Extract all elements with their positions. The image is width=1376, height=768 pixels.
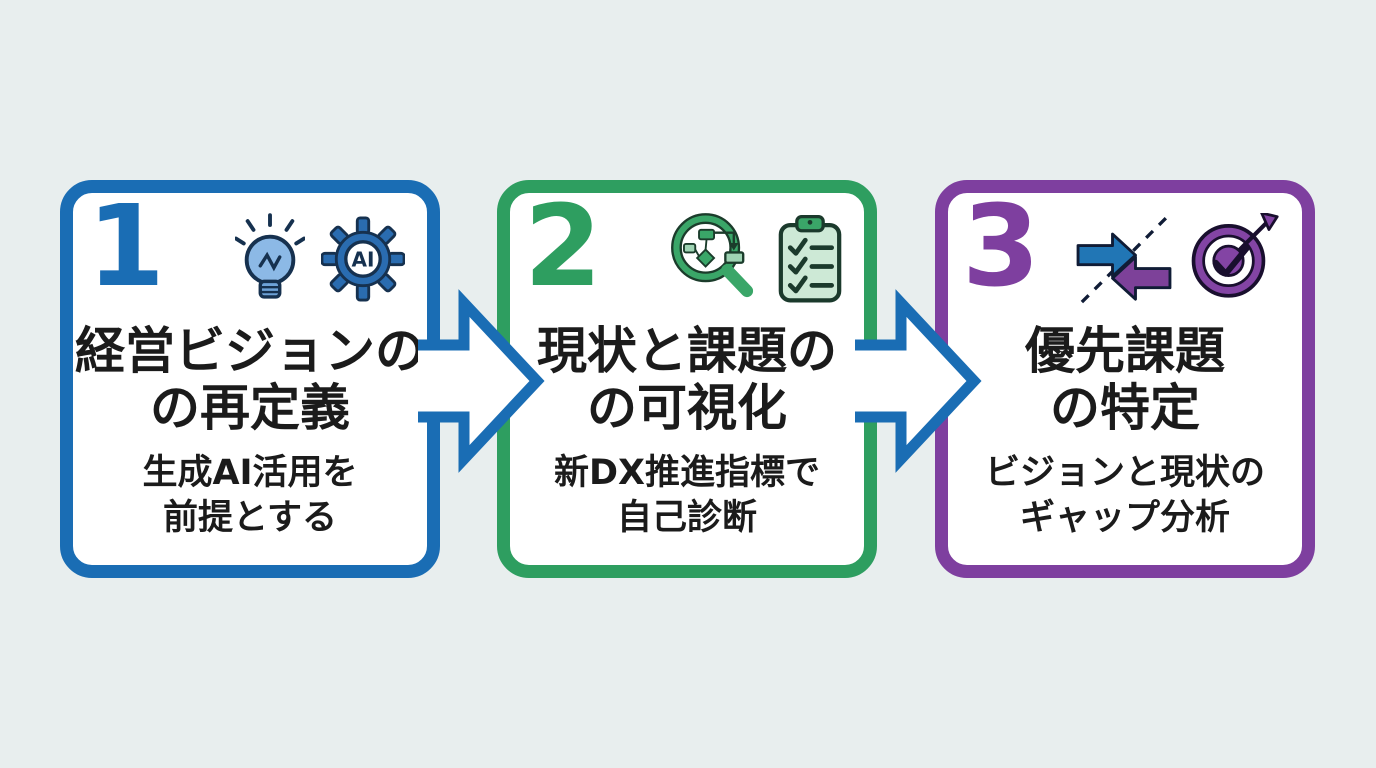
checklist-clipboard-icon xyxy=(778,214,842,303)
step-title-line2: の可視化 xyxy=(587,379,787,437)
ai-gear-icon: AI xyxy=(321,216,405,302)
step-subtitle: ビジョンと現状の ギャップ分析 xyxy=(948,451,1302,541)
step-number: 1 xyxy=(87,182,165,312)
step-card-2: 2 xyxy=(497,180,877,578)
converging-arrows-icon xyxy=(1076,216,1172,304)
step-icons: AI xyxy=(235,211,405,307)
step-title-line1: 経営ビジョンの xyxy=(75,322,425,380)
step-subtitle-line2: 自己診断 xyxy=(616,497,757,538)
step-subtitle-line1: 新DX推進指標で xyxy=(553,453,821,493)
step-subtitle-line2: ギャップ分析 xyxy=(1019,497,1230,538)
flow-arrow-1 xyxy=(418,289,545,473)
step-card-1: 1 xyxy=(60,180,440,578)
step-card-3: 3 優先課題 の特定 ビジョンと現状の ギャップ分析 xyxy=(935,180,1315,578)
ai-gear-label: AI xyxy=(352,248,375,272)
step-title-line2: の再定義 xyxy=(150,379,350,437)
step-subtitle-line2: 前提とする xyxy=(163,497,337,538)
step-icons xyxy=(1076,211,1280,307)
step-title: 現状と課題の の可視化 xyxy=(510,323,864,437)
lightbulb-icon xyxy=(235,213,305,299)
step-number: 2 xyxy=(524,182,602,312)
step-title: 優先課題 の特定 xyxy=(948,323,1302,437)
step-subtitle: 生成AI活用を 前提とする xyxy=(73,451,427,541)
step-subtitle-line1: ビジョンと現状の xyxy=(984,453,1265,493)
step-subtitle-line1: 生成AI活用を xyxy=(142,453,358,493)
step-title-line1: 優先課題 xyxy=(1025,322,1225,380)
step-title: 経営ビジョンの の再定義 xyxy=(73,323,427,437)
flow-arrow-2 xyxy=(855,289,982,473)
step-subtitle: 新DX推進指標で 自己診断 xyxy=(510,451,864,541)
flowchart-magnifier-icon xyxy=(671,213,754,298)
step-icons xyxy=(668,211,842,307)
target-check-icon xyxy=(1191,213,1279,298)
step-number: 3 xyxy=(962,182,1040,312)
step-title-line2: の特定 xyxy=(1050,379,1200,437)
step-title-line1: 現状と課題の xyxy=(537,322,837,380)
